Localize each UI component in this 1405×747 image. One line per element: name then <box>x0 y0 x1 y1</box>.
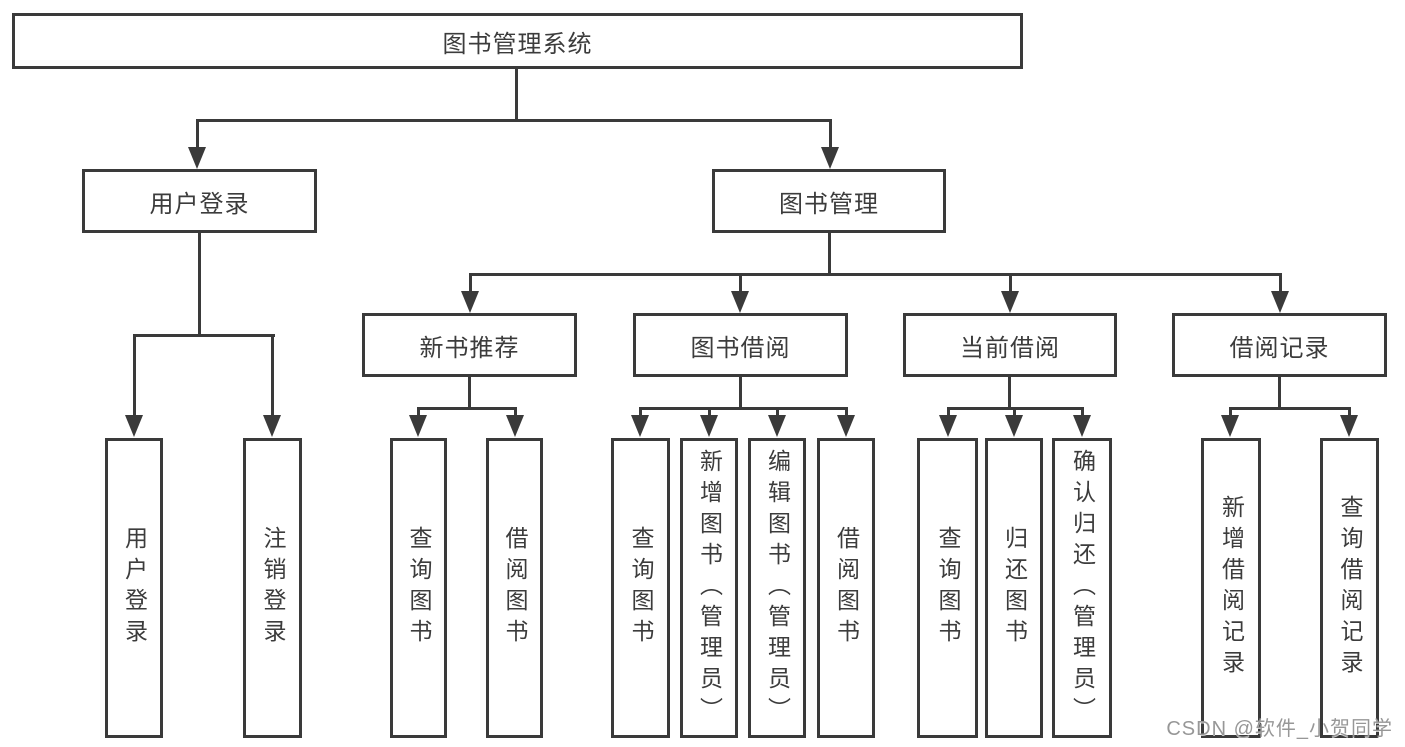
leaf-logout: 注销登录 <box>243 438 302 738</box>
leaf-add-books-admin: 新增图书（管理员） <box>680 438 738 738</box>
arrow-down-icon <box>125 415 143 437</box>
leaf-query-borrow-record: 查询借阅记录 <box>1320 438 1379 738</box>
connector-line <box>417 407 420 417</box>
leaf-label: 查询借阅记录 <box>1337 495 1363 681</box>
arrow-down-icon <box>1271 291 1289 313</box>
arrow-down-icon <box>1073 415 1091 437</box>
leaf-label: 新增借阅记录 <box>1218 495 1245 681</box>
connector-line <box>739 377 742 410</box>
leaf-confirm-return-admin: 确认归还（管理员） <box>1052 438 1112 738</box>
connector-line <box>198 233 201 337</box>
leaf-label: 新增图书（管理员） <box>696 448 723 728</box>
arrow-down-icon <box>939 415 957 437</box>
connector-line <box>828 233 831 274</box>
arrow-down-icon <box>1340 415 1358 437</box>
csdn-watermark: CSDN @软件_小贺同学 <box>1166 718 1393 740</box>
connector-line <box>1348 407 1351 417</box>
node-user-login-branch: 用户登录 <box>82 169 317 233</box>
connector-line <box>845 407 848 417</box>
leaf-label: 查询图书 <box>628 526 654 650</box>
connector-line <box>133 334 275 337</box>
connector-line <box>469 273 472 293</box>
leaf-borrow-books-recommend: 借阅图书 <box>486 438 543 738</box>
connector-line <box>776 407 779 417</box>
arrow-down-icon <box>188 147 206 169</box>
connector-line <box>196 119 832 122</box>
connector-line <box>708 407 711 417</box>
arrow-down-icon <box>731 291 749 313</box>
connector-line <box>1008 377 1011 410</box>
connector-line <box>1229 407 1232 417</box>
node-borrow-records: 借阅记录 <box>1172 313 1387 377</box>
leaf-label: 归还图书 <box>1001 526 1028 650</box>
connector-line <box>947 407 950 417</box>
node-current-borrow: 当前借阅 <box>903 313 1117 377</box>
node-label: 新书推荐 <box>419 334 520 362</box>
leaf-label: 编辑图书（管理员） <box>764 448 791 728</box>
connector-line <box>515 69 518 120</box>
connector-line <box>271 334 274 415</box>
node-label: 当前借阅 <box>960 334 1060 362</box>
leaf-user-login: 用户登录 <box>105 438 163 738</box>
connector-line <box>829 119 832 148</box>
connector-line <box>133 334 136 415</box>
leaf-return-books: 归还图书 <box>985 438 1043 738</box>
arrow-down-icon <box>821 147 839 169</box>
leaf-edit-books-admin: 编辑图书（管理员） <box>748 438 806 738</box>
node-label: 用户登录 <box>149 190 250 218</box>
arrow-down-icon <box>461 291 479 313</box>
connector-line <box>469 273 1282 276</box>
leaf-label: 查询图书 <box>406 526 432 650</box>
node-label: 图书管理 <box>779 190 879 218</box>
connector-line <box>1009 273 1012 293</box>
arrow-down-icon <box>506 415 524 437</box>
connector-line <box>639 407 642 417</box>
connector-line <box>1229 407 1351 410</box>
connector-line <box>514 407 517 417</box>
connector-line <box>1013 407 1016 417</box>
leaf-query-books-recommend: 查询图书 <box>390 438 447 738</box>
arrow-down-icon <box>409 415 427 437</box>
leaf-add-borrow-record: 新增借阅记录 <box>1201 438 1261 738</box>
node-book-management-branch: 图书管理 <box>712 169 946 233</box>
leaf-borrow-books: 借阅图书 <box>817 438 875 738</box>
node-new-book-recommend: 新书推荐 <box>362 313 577 377</box>
connector-line <box>639 407 848 410</box>
connector-line <box>1279 273 1282 293</box>
leaf-query-books-borrow: 查询图书 <box>611 438 670 738</box>
arrow-down-icon <box>263 415 281 437</box>
arrow-down-icon <box>1221 415 1239 437</box>
node-label: 借阅记录 <box>1229 334 1330 362</box>
arrow-down-icon <box>768 415 786 437</box>
leaf-label: 借阅图书 <box>502 526 528 650</box>
node-book-borrow: 图书借阅 <box>633 313 848 377</box>
leaf-label: 借阅图书 <box>833 526 860 650</box>
node-label: 图书借阅 <box>690 334 791 362</box>
leaf-label: 注销登录 <box>260 526 286 650</box>
connector-line <box>739 273 742 293</box>
arrow-down-icon <box>1001 291 1019 313</box>
arrow-down-icon <box>837 415 855 437</box>
connector-line <box>468 377 471 410</box>
connector-line <box>417 407 517 410</box>
connector-line <box>1278 377 1281 410</box>
connector-line <box>196 119 199 148</box>
leaf-label: 查询图书 <box>935 526 961 650</box>
leaf-label: 确认归还（管理员） <box>1069 448 1096 728</box>
arrow-down-icon <box>631 415 649 437</box>
arrow-down-icon <box>700 415 718 437</box>
connector-line <box>1081 407 1084 417</box>
node-label: 图书管理系统 <box>442 30 593 58</box>
node-library-management-system: 图书管理系统 <box>12 13 1023 69</box>
arrow-down-icon <box>1005 415 1023 437</box>
leaf-label: 用户登录 <box>121 526 148 650</box>
leaf-query-books-current: 查询图书 <box>917 438 978 738</box>
